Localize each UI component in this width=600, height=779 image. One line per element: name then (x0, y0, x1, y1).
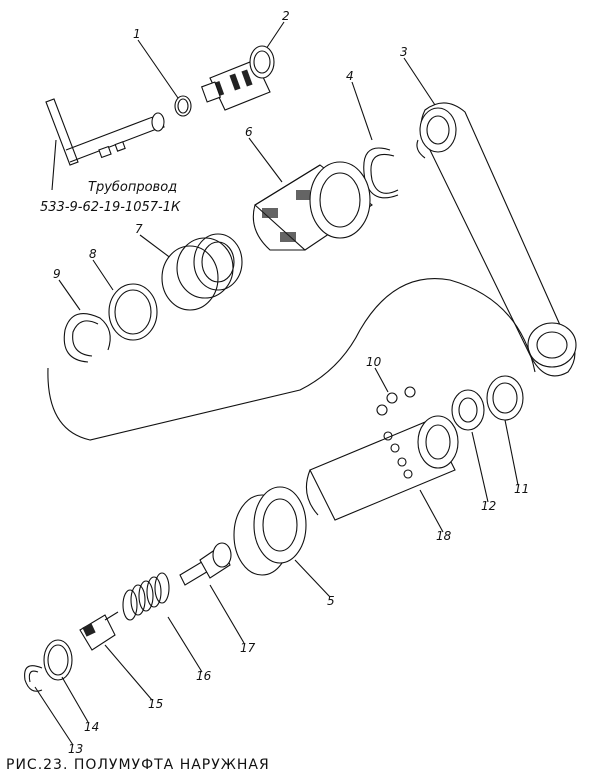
part-12-washer (451, 389, 485, 431)
part-14-ring (43, 639, 73, 681)
part-10-balls (376, 386, 416, 416)
label-12: 12 (481, 499, 496, 513)
label-16: 16 (196, 669, 212, 683)
assembly-path (47, 278, 536, 441)
pipe-label: Трубопровод 533-9-62-19-1057-1К (40, 180, 181, 215)
part-13-snap-ring (24, 665, 43, 692)
figure-caption: РИС.23. ПОЛУМУФТА НАРУЖНАЯ (6, 757, 270, 773)
part-number-labels: 1 2 3 4 6 7 8 9 10 11 12 18 5 17 16 15 1… (53, 9, 529, 756)
label-17: 17 (240, 641, 256, 655)
label-14: 14 (84, 720, 99, 734)
label-18: 18 (436, 529, 452, 543)
label-3: 3 (400, 45, 408, 59)
label-8: 8 (89, 247, 97, 261)
pipe-name: Трубопровод (88, 180, 177, 195)
part-17-plunger (179, 542, 232, 586)
label-4: 4 (346, 69, 354, 83)
part-3-lever (416, 102, 577, 377)
label-6: 6 (245, 125, 253, 139)
part-9-snap-ring (63, 313, 111, 363)
label-11: 11 (514, 482, 529, 496)
part-7-bushing (161, 233, 243, 311)
part-11-ring (486, 375, 524, 421)
pipe-code: 533-9-62-19-1057-1К (40, 200, 181, 215)
label-2: 2 (282, 9, 290, 23)
part-8-ring (108, 283, 158, 341)
part-1-ring (174, 95, 192, 117)
label-10: 10 (366, 355, 382, 369)
leader-lines (34, 21, 519, 746)
label-9: 9 (53, 267, 61, 281)
part-5-bearing (233, 486, 307, 576)
label-7: 7 (135, 222, 143, 236)
part-2-connector (200, 45, 275, 111)
pipe-assembly (45, 98, 165, 166)
label-13: 13 (68, 742, 83, 756)
label-15: 15 (148, 697, 163, 711)
label-1: 1 (133, 27, 141, 41)
part-6-sleeve (252, 161, 373, 251)
label-5: 5 (327, 594, 335, 608)
part-16-spring (122, 572, 170, 621)
part-18-shaft (305, 415, 459, 521)
part-15-bracket (79, 611, 119, 651)
